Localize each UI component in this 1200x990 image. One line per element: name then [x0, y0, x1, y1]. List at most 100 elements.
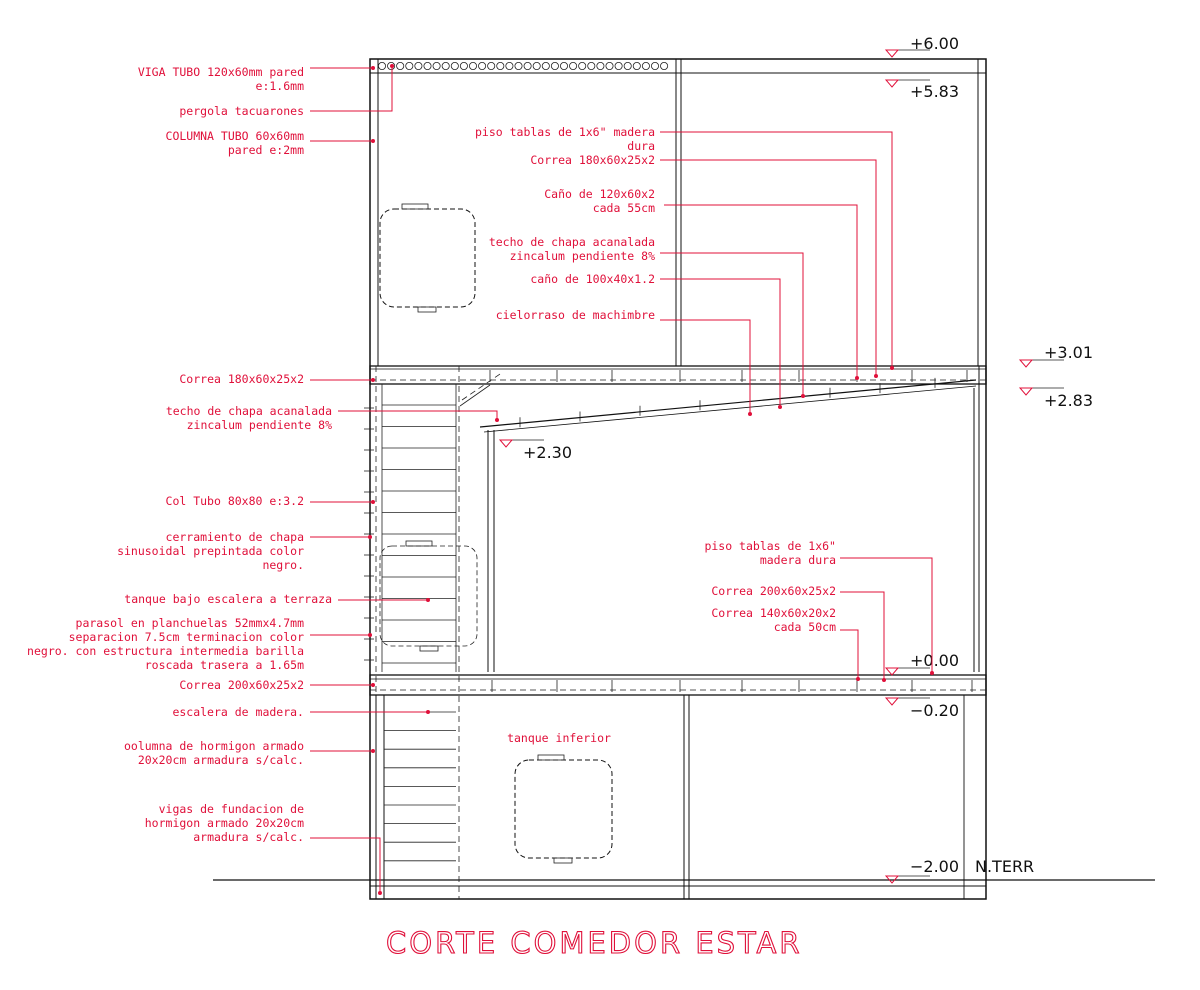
- level-3-01: +3.01: [1044, 343, 1093, 362]
- label-parasol: parasol en planchuelas 52mmx4.7mm: [76, 616, 305, 630]
- tank-upper: [379, 203, 476, 313]
- tank-under-stair: [379, 540, 478, 652]
- pergola-circle: [532, 62, 541, 71]
- annotations-left: VIGA TUBO 120x60mm pared e:1.6mm pergola…: [27, 65, 332, 844]
- pergola-circle: [450, 62, 459, 71]
- pergola-circle: [569, 62, 578, 71]
- cerramiento-marks: [364, 407, 374, 661]
- pergola-circle: [405, 62, 414, 71]
- pergola-circle: [514, 62, 523, 71]
- label-escalera: escalera de madera.: [172, 705, 304, 719]
- label-cano-100: caño de 100x40x1.2: [530, 272, 655, 286]
- level-n-terr: N.TERR: [975, 857, 1034, 876]
- correa-joists-lower: [491, 680, 973, 692]
- label-columna-hormigon: oolumna de hormigon armado: [124, 739, 304, 753]
- label-cano-120: Caño de 120x60x2: [544, 187, 655, 201]
- label-vigas-fundacion-2: hormigon armado 20x20cm: [145, 816, 304, 830]
- pergola-circle: [660, 62, 669, 71]
- annotations-right: piso tablas de 1x6" madera dura Correa 1…: [475, 125, 836, 745]
- label-correa-lower: Correa 200x60x25x2: [179, 678, 304, 692]
- label-cielorraso: cielorraso de machimbre: [496, 308, 655, 322]
- level-minus-2-00: −2.00: [910, 857, 959, 876]
- label-correa-upper: Correa 180x60x25x2: [179, 372, 304, 386]
- pergola-circle: [505, 62, 514, 71]
- pergola-circle: [523, 62, 532, 71]
- label-correa-upper-right: Correa 180x60x25x2: [530, 153, 655, 167]
- label-pergola: pergola tacuarones: [179, 104, 304, 118]
- level-triangle: [884, 875, 900, 884]
- level-triangle: [1018, 359, 1034, 368]
- pergola-circle: [441, 62, 450, 71]
- stair-upper-treads: [382, 404, 456, 664]
- label-techo-chapa: techo de chapa acanalada: [166, 404, 332, 418]
- correa-joists-upper: [489, 370, 968, 428]
- pergola-circle: [605, 62, 614, 71]
- pergola-circle: [614, 62, 623, 71]
- level-triangle: [884, 667, 900, 676]
- pergola-circle: [587, 62, 596, 71]
- pergola-circle: [468, 62, 477, 71]
- level-2-30: +2.30: [523, 443, 572, 462]
- pergola-circle: [387, 62, 396, 71]
- label-correa-140: Correa 140x60x20x2: [711, 606, 836, 620]
- pergola-circle: [641, 62, 650, 71]
- pergola-circle: [632, 62, 641, 71]
- pergola-circle: [496, 62, 505, 71]
- label-tanque-bajo: tanque bajo escalera a terraza: [124, 592, 332, 606]
- label-piso-upper-2: dura: [627, 139, 655, 153]
- drawing-title: CORTE COMEDOR ESTAR: [386, 926, 803, 960]
- level-5-83: +5.83: [910, 82, 959, 101]
- leader-lines: [310, 64, 934, 895]
- label-correa-140-2: cada 50cm: [774, 620, 836, 634]
- pergola-circle: [541, 62, 550, 71]
- pergola-circle: [487, 62, 496, 71]
- label-parasol-2: separacion 7.5cm terminacion color: [69, 630, 304, 644]
- pergola-circle: [578, 62, 587, 71]
- pergola-circle: [550, 62, 559, 71]
- pergola-circle: [432, 62, 441, 71]
- escalera-treads: [384, 711, 456, 862]
- label-tanque-inferior: tanque inferior: [507, 731, 611, 745]
- level-triangle: [884, 79, 900, 88]
- label-techo-chapa-2: zincalum pendiente 8%: [187, 418, 332, 432]
- level-triangle: [498, 439, 514, 448]
- label-parasol-4: roscada trasera a 1.65m: [145, 658, 304, 672]
- level-minus-0-20: −0.20: [910, 701, 959, 720]
- level-6-00: +6.00: [910, 34, 959, 53]
- pergola-circle: [478, 62, 487, 71]
- level-2-83: +2.83: [1044, 391, 1093, 410]
- pergola-circle: [414, 62, 423, 71]
- level-markers: [498, 49, 1064, 884]
- label-columna-hormigon-2: 20x20cm armadura s/calc.: [138, 753, 304, 767]
- pergola-circle: [596, 62, 605, 71]
- level-0-00: +0.00: [910, 651, 959, 670]
- pergola-tacuarones: [377, 62, 669, 71]
- label-techo-right: techo de chapa acanalada: [489, 235, 655, 249]
- label-col-tubo: Col Tubo 80x80 e:3.2: [166, 494, 304, 508]
- level-triangle: [884, 697, 900, 706]
- label-viga-tubo-2: e:1.6mm: [256, 79, 305, 93]
- level-triangle: [1018, 387, 1034, 396]
- label-cerramiento-2: sinusoidal prepintada color: [117, 544, 304, 558]
- level-triangle: [884, 49, 900, 58]
- pergola-circle: [377, 62, 386, 71]
- label-piso-lower: piso tablas de 1x6": [704, 539, 836, 553]
- label-cerramiento: cerramiento de chapa: [166, 530, 304, 544]
- label-vigas-fundacion: vigas de fundacion de: [159, 802, 304, 816]
- pergola-circle: [623, 62, 632, 71]
- label-columna-tubo: COLUMNA TUBO 60x60mm: [166, 129, 305, 143]
- label-correa-200-right: Correa 200x60x25x2: [711, 584, 836, 598]
- label-cano-120-2: cada 55cm: [593, 201, 655, 215]
- label-parasol-3: negro. con estructura intermedia barilla: [27, 644, 304, 658]
- pergola-circle: [396, 62, 405, 71]
- pergola-circle: [459, 62, 468, 71]
- pergola-circle: [560, 62, 569, 71]
- label-columna-tubo-2: pared e:2mm: [228, 143, 304, 157]
- pergola-circle: [423, 62, 432, 71]
- label-viga-tubo: VIGA TUBO 120x60mm pared: [138, 65, 304, 79]
- label-piso-upper: piso tablas de 1x6" madera: [475, 125, 655, 139]
- label-techo-right-2: zincalum pendiente 8%: [510, 249, 655, 263]
- label-vigas-fundacion-3: armadura s/calc.: [193, 830, 304, 844]
- structure: [364, 58, 987, 900]
